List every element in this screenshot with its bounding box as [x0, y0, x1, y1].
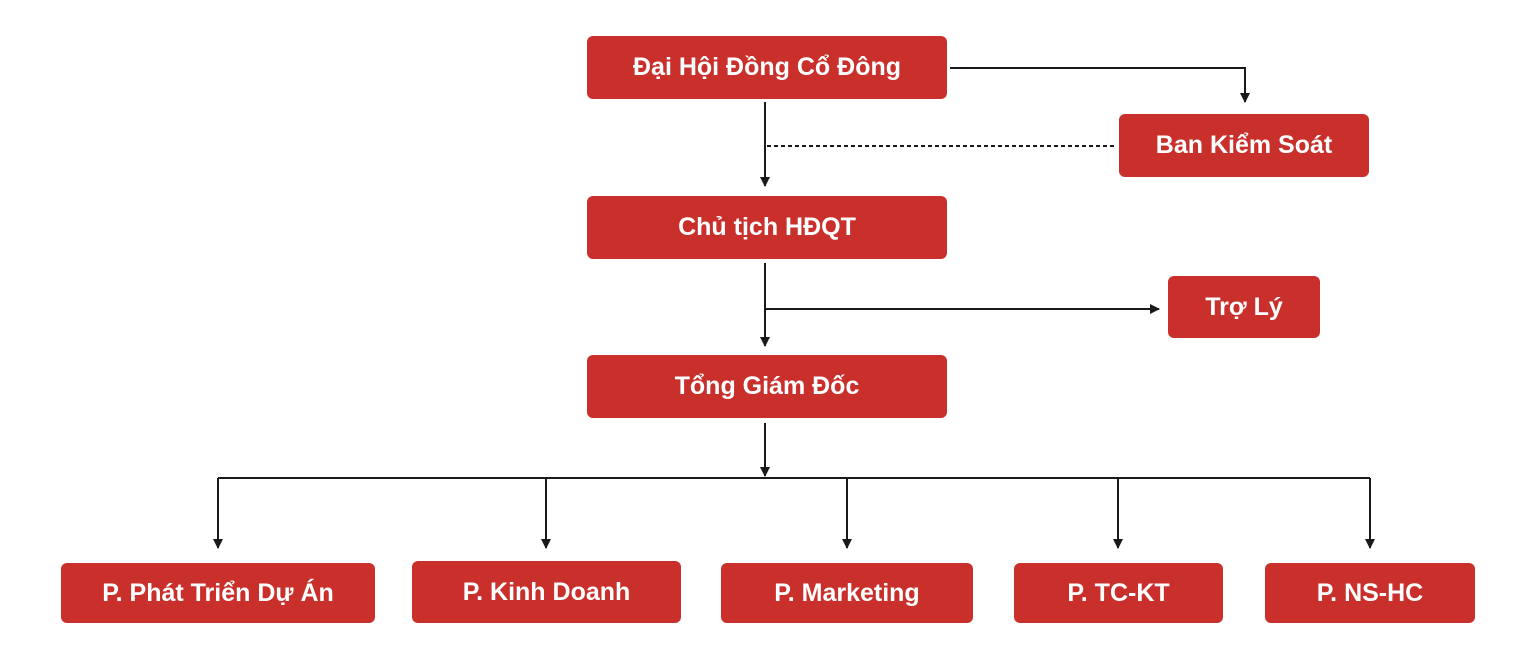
node-dept-sales: P. Kinh Doanh — [412, 561, 681, 623]
node-label: P. NS-HC — [1316, 578, 1424, 607]
node-label: P. Kinh Doanh — [462, 577, 631, 606]
connector-shareholders-to-supervisory — [950, 67, 1250, 103]
node-label: P. TC-KT — [1067, 578, 1170, 607]
node-assistant: Trợ Lý — [1168, 276, 1320, 338]
node-label: Trợ Lý — [1205, 292, 1283, 321]
node-dept-finance-accounting: P. TC-KT — [1014, 563, 1223, 623]
node-label: Tổng Giám Đốc — [674, 372, 860, 400]
node-supervisory-board: Ban Kiểm Soát — [1119, 114, 1369, 177]
node-label: Ban Kiểm Soát — [1155, 131, 1333, 159]
node-dept-hr-admin: P. NS-HC — [1265, 563, 1475, 623]
node-board-chairman: Chủ tịch HĐQT — [587, 196, 947, 259]
node-shareholders-meeting: Đại Hội Đồng Cổ Đông — [587, 36, 947, 99]
node-label: Chủ tịch HĐQT — [678, 213, 856, 241]
node-dept-marketing: P. Marketing — [721, 563, 973, 623]
node-label: P. Marketing — [774, 578, 920, 607]
node-label: Đại Hội Đồng Cổ Đông — [632, 53, 902, 81]
node-dept-project-development: P. Phát Triển Dự Án — [61, 563, 375, 623]
node-label: P. Phát Triển Dự Án — [102, 578, 334, 607]
node-general-director: Tổng Giám Đốc — [587, 355, 947, 418]
